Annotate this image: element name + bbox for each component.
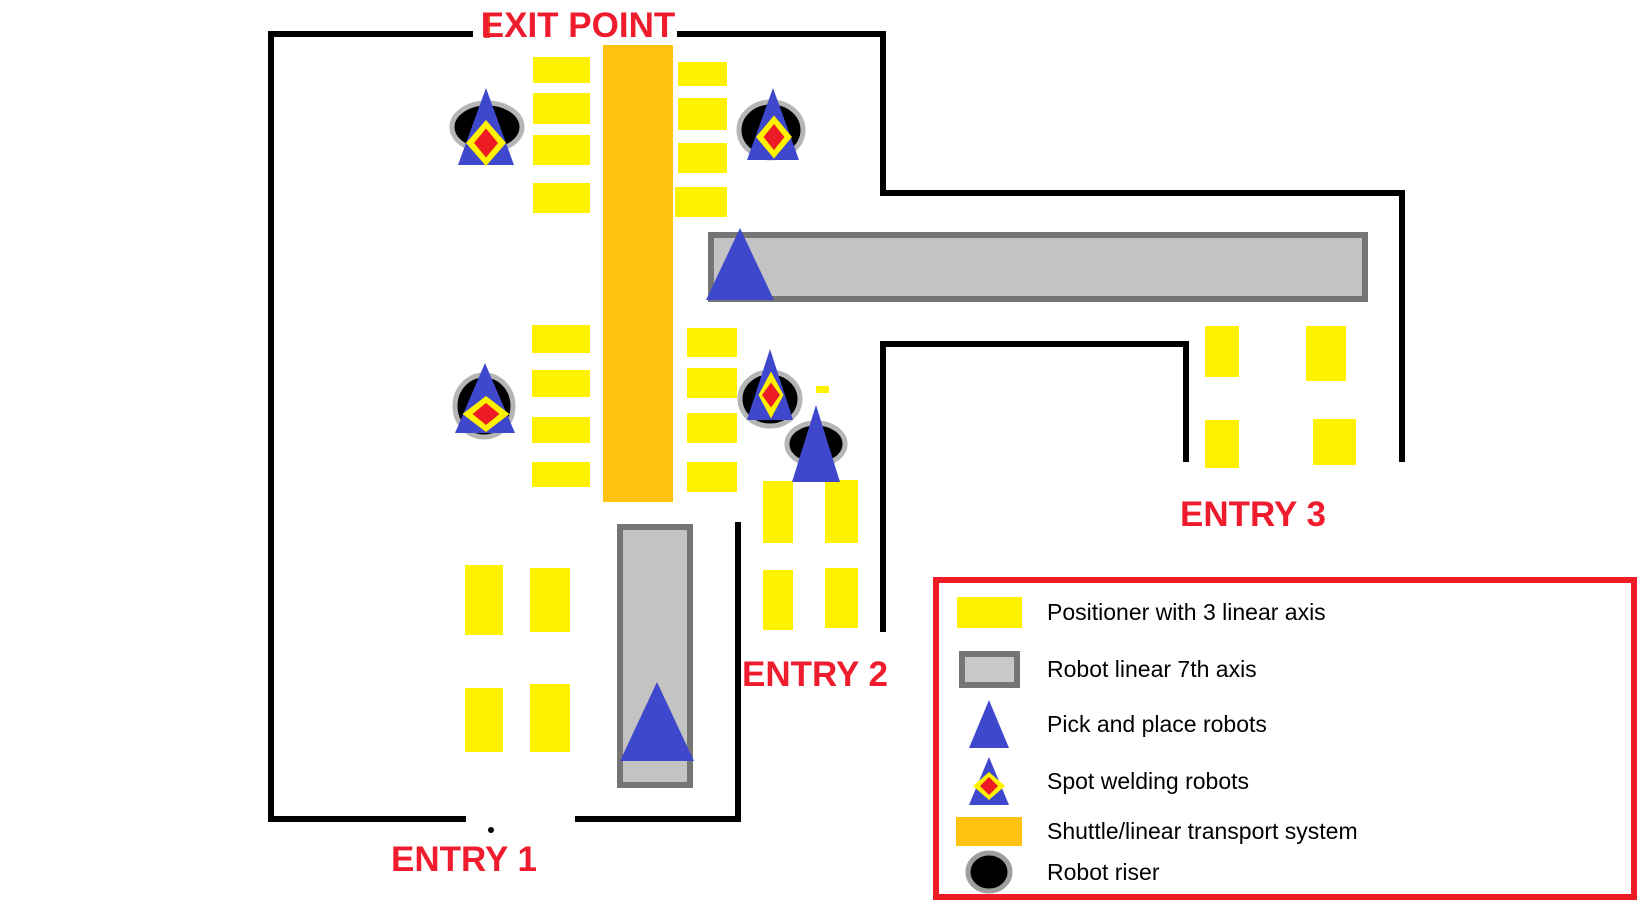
positioner-rect [763,570,793,630]
wall-segment [268,816,466,822]
entry-1-label: ENTRY 1 [391,840,537,879]
legend-item-robot-riser: Robot riser [939,846,1631,898]
positioner-rect [532,325,590,353]
legend-item-label: Robot linear 7th axis [1047,655,1257,682]
shuttle-swatch-icon [956,816,1022,846]
exit-point-label: EXIT POINT [480,6,676,45]
shuttle-swatch-cell [939,816,1039,846]
positioner-rect [532,417,590,443]
stray-yellow-dash [816,386,829,393]
positioner-rect [532,462,590,487]
robot-riser-icon [965,850,1013,894]
positioner-rect [687,413,737,443]
positioner-rect [687,462,737,492]
legend-item-label: Shuttle/linear transport system [1047,817,1358,844]
positioner-swatch-cell [939,596,1039,628]
entry-3-label: ENTRY 3 [1180,495,1326,534]
wall-segment [880,190,1405,196]
wall-segment [268,31,274,822]
spot-weld-diamond-inner [762,382,780,408]
positioner-rect [533,135,590,165]
legend-item-label: Robot riser [1047,858,1160,885]
positioner-rect [530,568,570,632]
stray-dot [488,827,494,833]
wall-segment [268,31,473,37]
legend-item-label: Positioner with 3 linear axis [1047,598,1326,625]
positioner-rect [687,328,737,357]
positioner-rect [763,481,793,543]
wall-segment [677,31,886,37]
spot-weld-diamond-inner [472,403,500,425]
wall-segment [1399,190,1405,462]
legend: Positioner with 3 linear axis Robot line… [933,577,1637,900]
positioner-rect [1313,419,1356,465]
pick-place-robot-icon [969,700,1009,748]
positioner-rect [825,568,858,628]
wall-segment [735,522,741,822]
positioner-rect [533,93,590,124]
legend-item-pick-and-place: Pick and place robots [939,698,1631,750]
positioner-rect [1205,420,1239,468]
positioner-rect [678,143,727,173]
legend-item-label: Spot welding robots [1047,767,1250,794]
pick-place-swatch-cell [939,699,1039,749]
positioner-rect [1205,326,1239,377]
shuttle-transport-bar [603,45,673,502]
positioner-rect [530,684,570,752]
wall-segment [880,341,1188,347]
legend-item-linear-7th-axis: Robot linear 7th axis [939,643,1631,695]
stray-tick-mark [484,14,490,38]
positioner-rect [825,480,858,543]
spot-welding-swatch-cell [939,756,1039,806]
pick-and-place-robot [620,682,694,761]
robot-linear-7th-axis-bar [708,232,1368,302]
positioner-rect [675,187,727,217]
legend-item-shuttle: Shuttle/linear transport system [939,805,1631,857]
pick-and-place-robot [706,228,774,300]
linear-axis-swatch-cell [939,650,1039,688]
positioner-rect [465,688,503,752]
positioner-rect [678,98,727,130]
wall-segment [575,816,741,822]
spot-weld-diamond-inner [474,128,498,158]
spot-weld-diamond-inner [763,124,785,150]
wall-segment [1183,341,1189,462]
positioner-rect [465,565,503,635]
robot-riser-swatch-cell [939,848,1039,896]
pick-and-place-robot [792,405,840,482]
positioner-swatch-icon [956,596,1022,628]
legend-item-label: Pick and place robots [1047,710,1267,737]
legend-item-spot-welding: Spot welding robots [939,755,1631,807]
positioner-rect [1306,326,1346,381]
positioner-rect [533,57,590,83]
positioner-rect [532,370,590,397]
positioner-rect [678,62,727,86]
positioner-rect [687,368,737,398]
wall-segment [880,341,886,632]
wall-segment [880,31,886,196]
spot-welding-robot-icon [969,757,1009,805]
positioner-rect [533,183,590,213]
legend-item-positioner: Positioner with 3 linear axis [939,586,1631,638]
entry-2-label: ENTRY 2 [742,655,888,694]
linear-axis-swatch-icon [958,650,1020,688]
